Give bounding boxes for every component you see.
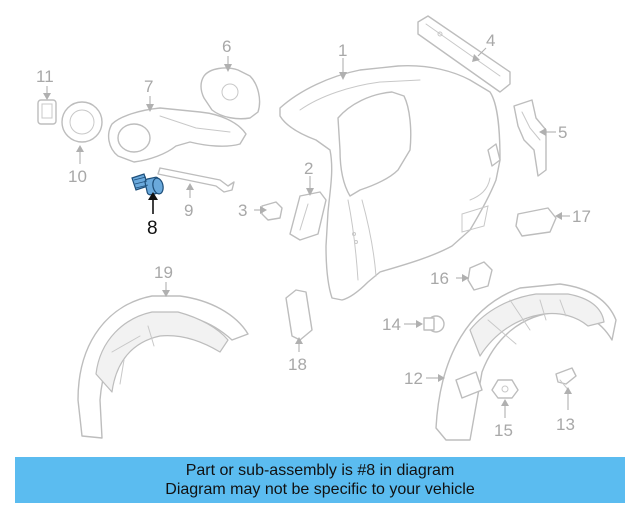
filler-ring-part [61, 101, 103, 143]
upper-rail-part [417, 15, 511, 93]
callout-14: 14 [382, 315, 401, 334]
mud-flap-part [285, 289, 313, 341]
panel-bracket-part [289, 191, 327, 241]
callout-1: 1 [338, 41, 347, 60]
banner-line-part-number: Part or sub-assembly is #8 in diagram [185, 462, 455, 479]
banner-line-disclaimer: Diagram may not be specific to your vehi… [165, 481, 475, 498]
callout-4: 4 [486, 31, 495, 50]
callout-15: 15 [494, 421, 513, 440]
callout-11: 11 [36, 67, 54, 86]
info-banner: Part or sub-assembly is #8 in diagram Di… [15, 457, 625, 503]
grommet-part [467, 261, 493, 291]
cover-plug-part [515, 207, 557, 237]
callout-17: 17 [572, 207, 591, 226]
fuel-door-part [200, 67, 261, 120]
fuel-filler-housing-part [107, 107, 247, 163]
leader-lines [43, 47, 572, 418]
callout-12: 12 [404, 369, 423, 388]
callout-8-highlighted: 8 [147, 218, 158, 239]
release-cable-part [157, 167, 235, 193]
callout-7: 7 [144, 77, 153, 96]
callout-9: 9 [184, 201, 193, 220]
callout-10: 10 [68, 167, 87, 186]
quarter-panel-part [279, 64, 501, 301]
callout-2: 2 [304, 159, 313, 178]
parts-diagram: 1 2 3 4 5 6 7 9 10 11 12 13 14 15 16 17 … [36, 15, 617, 441]
callout-3: 3 [238, 201, 247, 220]
callout-18: 18 [288, 355, 307, 374]
clip-part [491, 379, 519, 399]
screw-part [555, 367, 577, 393]
callout-19: 19 [154, 263, 173, 282]
wheelhouse-liner-part [77, 295, 249, 439]
callout-5: 5 [558, 123, 567, 142]
small-clip-part [261, 201, 283, 221]
callout-6: 6 [222, 37, 231, 56]
actuator-part [37, 99, 57, 125]
wheel-liner-part [435, 283, 617, 441]
bolt-part-highlighted [131, 173, 164, 196]
bracket-part [513, 99, 547, 177]
callout-13: 13 [556, 415, 575, 434]
callout-16: 16 [430, 269, 449, 288]
nut-part [423, 315, 445, 333]
